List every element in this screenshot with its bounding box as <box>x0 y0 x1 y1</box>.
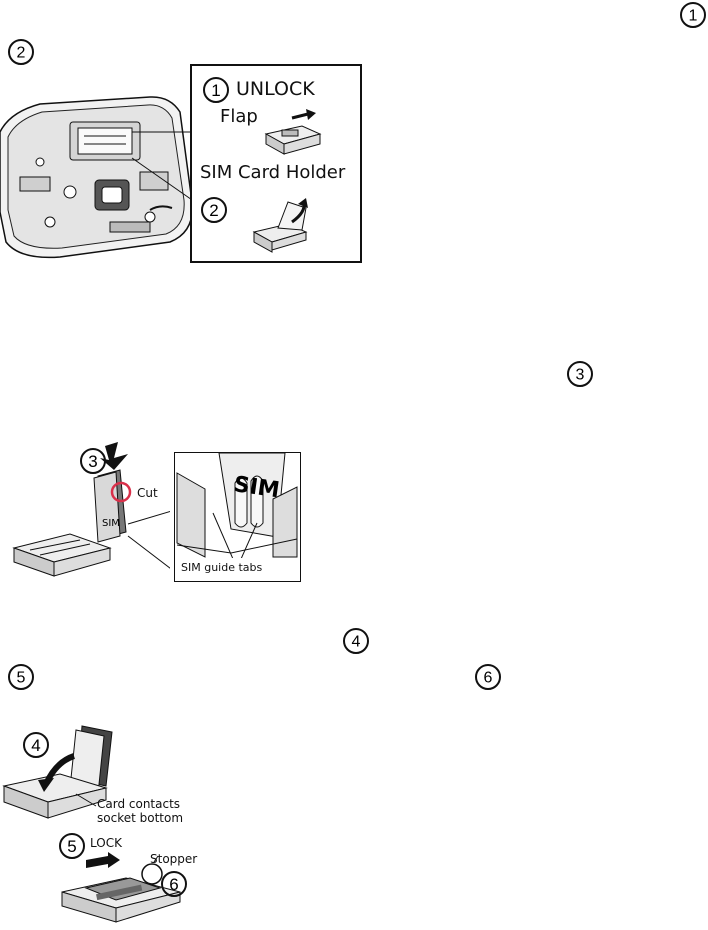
svg-text:3: 3 <box>88 452 97 471</box>
step-3-figure-icon: 3 <box>79 447 107 475</box>
sim-guide-tabs-label: SIM guide tabs <box>181 561 262 574</box>
svg-text:6: 6 <box>169 875 178 894</box>
step-2-marker: 2 <box>6 37 36 67</box>
holder-open-illustration <box>248 198 328 254</box>
svg-text:2: 2 <box>17 45 26 62</box>
lock-label: LOCK <box>90 836 122 850</box>
flap-label: Flap <box>220 106 258 127</box>
holder-unlock-illustration <box>262 104 332 160</box>
svg-text:6: 6 <box>484 670 493 687</box>
sim-card-holder-label: SIM Card Holder <box>200 162 345 183</box>
phone-back-illustration <box>0 92 200 262</box>
step-3-marker: 3 <box>565 359 595 389</box>
step-1-marker: 1 <box>678 0 708 30</box>
step-4-marker: 4 <box>341 626 371 656</box>
unlock-callout: 1 UNLOCK Flap SIM Card Holder 2 <box>190 64 362 263</box>
step-1-callout-icon: 1 <box>202 76 230 104</box>
step-4-figure-icon: 4 <box>22 731 50 759</box>
svg-text:1: 1 <box>211 81 220 100</box>
sim-guide-tabs-illustration: SIM <box>175 453 300 558</box>
cut-label: Cut <box>137 486 158 500</box>
unlock-label: UNLOCK <box>236 78 315 100</box>
card-contacts-label: Card contacts socket bottom <box>97 797 183 825</box>
svg-text:4: 4 <box>352 634 361 651</box>
step-6-figure-icon: 6 <box>160 870 188 898</box>
step-5-marker: 5 <box>6 662 36 692</box>
svg-text:5: 5 <box>17 670 26 687</box>
svg-text:1: 1 <box>689 8 698 25</box>
sim-guide-callout: SIM SIM guide tabs <box>174 452 301 582</box>
card-contacts-line2: socket bottom <box>97 811 183 825</box>
svg-text:SIM: SIM <box>102 518 120 529</box>
svg-text:3: 3 <box>576 367 585 384</box>
svg-text:4: 4 <box>31 736 40 755</box>
step-2-callout-icon: 2 <box>200 196 228 224</box>
card-contacts-line1: Card contacts <box>97 797 183 811</box>
step-6-marker: 6 <box>473 662 503 692</box>
svg-text:2: 2 <box>209 201 218 220</box>
